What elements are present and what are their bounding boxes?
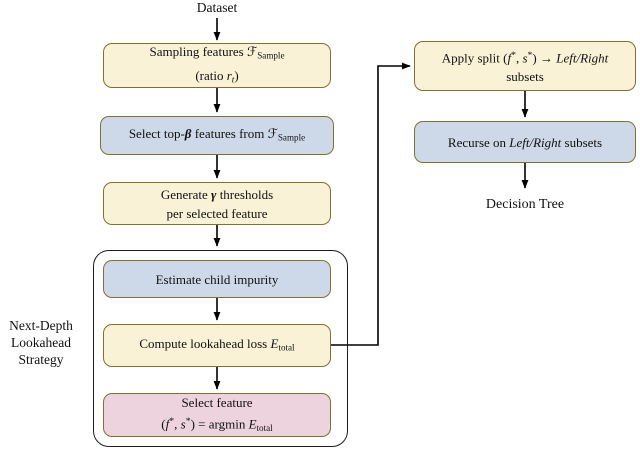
- box-line: subsets: [506, 69, 544, 85]
- box-line: per selected feature: [166, 205, 268, 221]
- select-feature-box: Select feature (f*, s*) = argmin Etotal: [103, 393, 331, 437]
- box-line: Estimate child impurity: [155, 271, 279, 287]
- compute-loss-box: Compute lookahead loss Etotal: [103, 324, 331, 367]
- decision-tree-label: Decision Tree: [485, 197, 565, 212]
- box-line: Sampling features ℱSample: [149, 43, 285, 61]
- strategy-label-line: Strategy: [18, 352, 64, 367]
- strategy-label: Next-Depth Lookahead Strategy: [0, 317, 82, 368]
- box-line: (f*, s*) = argmin Etotal: [161, 415, 273, 433]
- box-line: Generate γ thresholds: [160, 186, 274, 202]
- dataset-label: Dataset: [196, 0, 238, 15]
- estimate-impurity-box: Estimate child impurity: [103, 260, 331, 298]
- box-line: Recurse on Left/Right subsets: [447, 134, 603, 150]
- strategy-label-line: Lookahead: [11, 335, 71, 350]
- box-line: Select feature: [181, 394, 253, 410]
- strategy-label-line: Next-Depth: [9, 318, 73, 333]
- box-line: Compute lookahead loss Etotal: [139, 335, 295, 353]
- generate-thresholds-box: Generate γ thresholds per selected featu…: [103, 182, 331, 225]
- box-line: Apply split (f*, s*) → Left/Right: [441, 49, 609, 66]
- select-top-features-box: Select top-β features from ℱSample: [100, 116, 334, 155]
- box-line: (ratio rt): [195, 67, 239, 85]
- box-line: Select top-β features from ℱSample: [128, 125, 306, 143]
- sampling-features-box: Sampling features ℱSample (ratio rt): [103, 43, 331, 88]
- recurse-box: Recurse on Left/Right subsets: [414, 121, 636, 163]
- apply-split-box: Apply split (f*, s*) → Left/Right subset…: [414, 41, 636, 91]
